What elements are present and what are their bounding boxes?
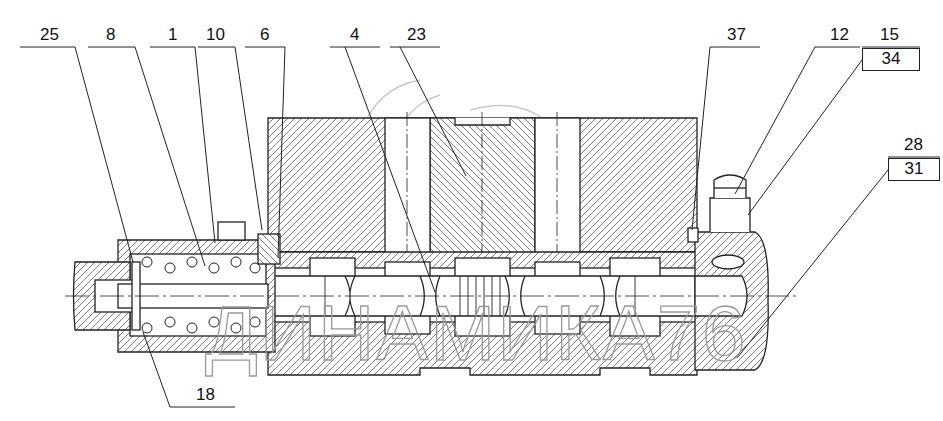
callout-number: 25	[40, 25, 59, 45]
callout-box: 34	[862, 48, 920, 71]
callout-number: 23	[407, 25, 426, 45]
callout-number: 1	[168, 25, 177, 45]
callout-number: 4	[350, 25, 359, 45]
callout-box: 31	[888, 158, 940, 181]
callout-number: 31	[905, 159, 924, 178]
callout-number: 28	[904, 135, 923, 155]
callout-number: 18	[196, 385, 215, 405]
callout-number: 34	[882, 49, 901, 68]
watermark: ДИНАМИКА76	[205, 293, 748, 373]
callout-number: 6	[260, 25, 269, 45]
callout-number: 12	[830, 25, 849, 45]
callout-number: 10	[206, 25, 225, 45]
callout-number: 37	[727, 25, 746, 45]
callout-number: 15	[880, 25, 899, 45]
callout-number: 8	[106, 25, 115, 45]
